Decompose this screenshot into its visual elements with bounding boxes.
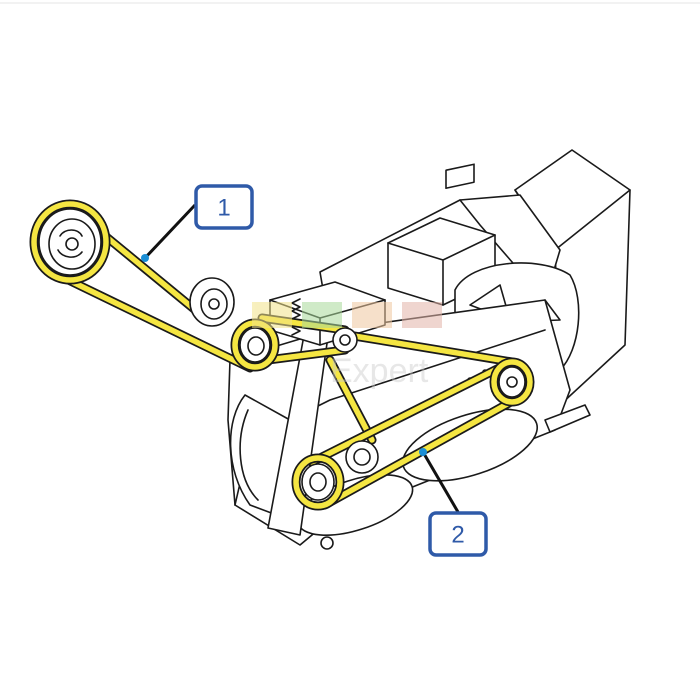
- watermark: Expert: [252, 302, 442, 390]
- callout-1-leader: [143, 203, 197, 260]
- bracket-pulley: [332, 327, 358, 353]
- callout-1-label: 1: [217, 195, 230, 222]
- idler-pulley-upper: [189, 277, 235, 327]
- callout-2: 2: [419, 448, 488, 557]
- callout-2-leader: [421, 451, 460, 513]
- tension-pulley: [230, 318, 280, 372]
- callout-2-label: 2: [451, 522, 464, 549]
- callout-1-marker: [141, 254, 149, 262]
- watermark-tile-3: [352, 302, 392, 328]
- crank-pulley: [29, 199, 111, 285]
- drive-pulley-right: [489, 357, 535, 407]
- watermark-tile-1: [252, 302, 292, 328]
- drive-pulley-left: [291, 453, 345, 511]
- callout-1: 1: [141, 184, 254, 262]
- watermark-tile-2: [302, 302, 342, 328]
- callout-1-box: [194, 184, 254, 230]
- watermark-tile-4: [402, 302, 442, 328]
- idler-pulley-lower: [345, 440, 379, 474]
- callout-2-box: [428, 511, 488, 557]
- watermark-text: Expert: [330, 352, 429, 390]
- callout-2-marker: [419, 448, 427, 456]
